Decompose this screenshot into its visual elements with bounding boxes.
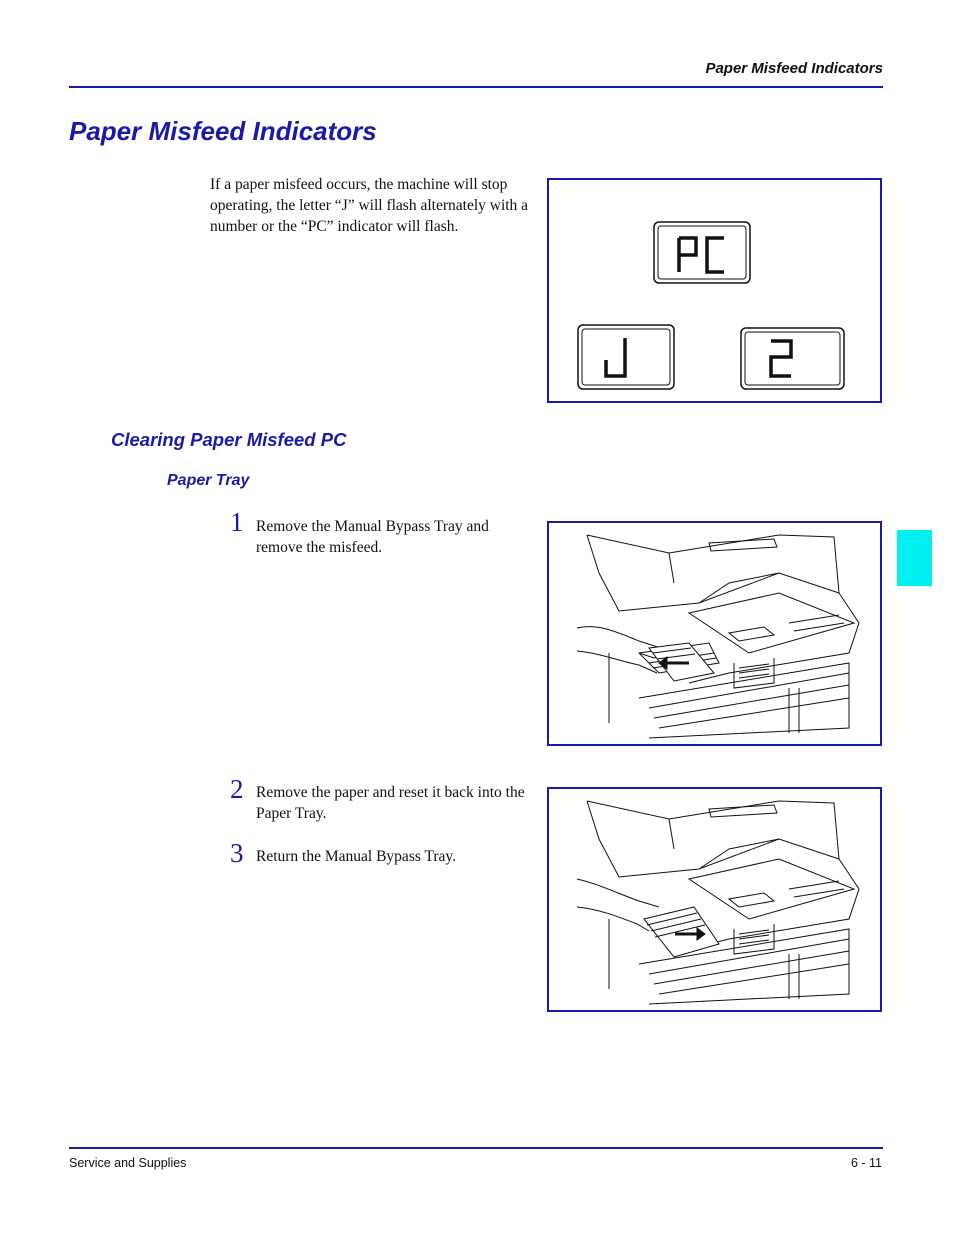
running-header-title: Paper Misfeed Indicators xyxy=(705,60,883,77)
section-title: Clearing Paper Misfeed PC xyxy=(111,429,347,450)
step-2-number: 2 xyxy=(230,774,244,804)
step-1-text: Remove the Manual Bypass Tray and remove… xyxy=(256,518,489,556)
footer-section-label: Service and Supplies xyxy=(69,1156,187,1170)
page-number: 6 - 11 xyxy=(850,1156,882,1170)
step-3-text: Return the Manual Bypass Tray. xyxy=(256,848,457,865)
header-rule xyxy=(69,86,883,88)
step-2-text: Remove the paper and reset it back into … xyxy=(256,784,525,822)
intro-paragraph: If a paper misfeed occurs, the machine w… xyxy=(210,176,529,235)
subsection-title: Paper Tray xyxy=(167,472,250,489)
footer-rule xyxy=(69,1147,883,1149)
indicator-figure xyxy=(547,178,882,403)
chapter-tab xyxy=(897,530,932,586)
reset-paper-illustration xyxy=(547,787,882,1012)
page-title: Paper Misfeed Indicators xyxy=(69,116,377,146)
step-3-number: 3 xyxy=(230,838,244,868)
number-2-display xyxy=(740,327,845,390)
step-1-number: 1 xyxy=(230,507,244,537)
remove-misfeed-illustration xyxy=(547,521,882,746)
j-display xyxy=(577,324,675,390)
pc-display xyxy=(653,221,751,284)
